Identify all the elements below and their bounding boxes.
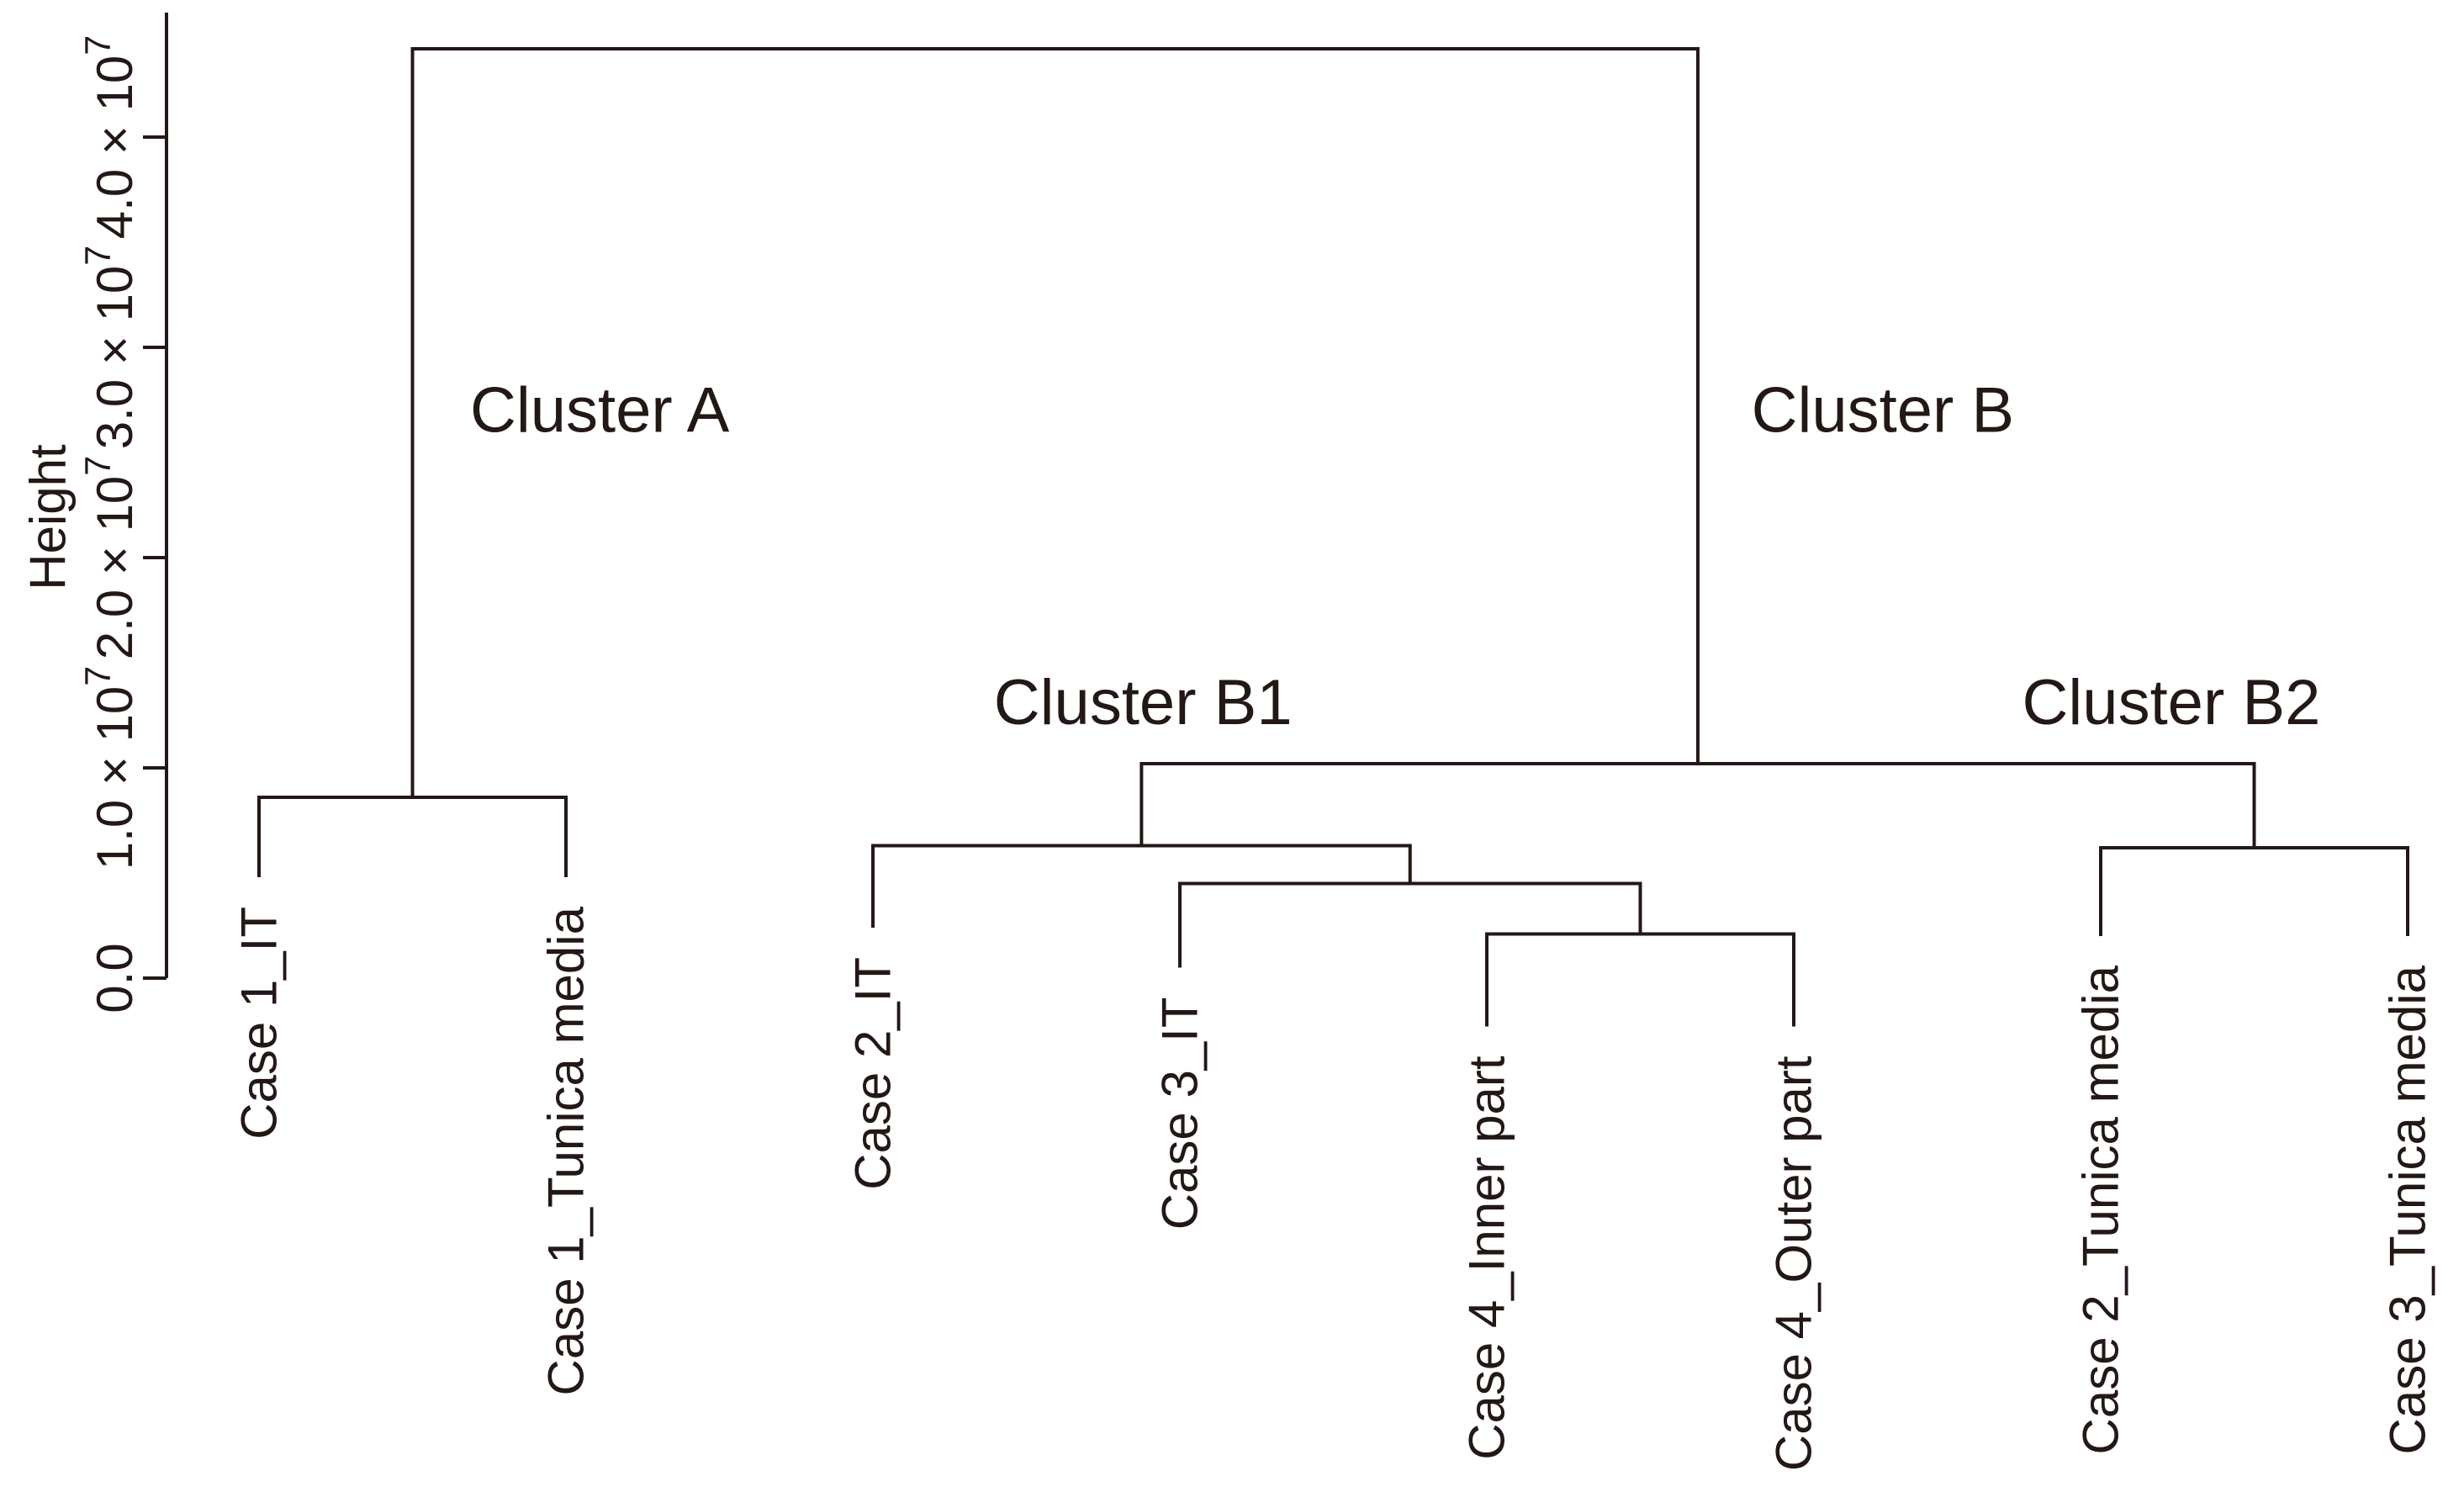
y-axis-tick-label: 1.0 × 107: [78, 666, 143, 870]
dendrogram-branch-c4: [1485, 932, 1795, 1027]
cluster-label: Cluster B: [1752, 375, 2015, 447]
leaf-label: Case 1_IT: [231, 907, 288, 1140]
leaf-label: Case 4_Inner part: [1459, 1056, 1515, 1460]
leaf-label: Case 3_IT: [1152, 997, 1208, 1230]
dendrogram-branch-b2: [2099, 846, 2409, 936]
cluster-label: Cluster B2: [2022, 667, 2321, 738]
leaf-label: Case 3_Tunica media: [2380, 965, 2436, 1454]
dendrogram-branch-b: [1139, 762, 2256, 848]
y-axis-title: Height: [20, 444, 77, 590]
dendrogram-branch-a: [257, 796, 568, 877]
y-axis-tick-label: 0.0: [87, 943, 143, 1013]
leaf-label: Case 2_IT: [845, 957, 902, 1190]
leaf-label: Case 2_Tunica media: [2073, 965, 2129, 1454]
y-axis-tick-label: 4.0 × 107: [78, 35, 143, 239]
leaf-label: Case 4_Outer part: [1766, 1056, 1822, 1471]
y-axis-tick-label: 3.0 × 107: [78, 246, 143, 449]
dendrogram-branch-j3: [1178, 881, 1642, 968]
dendrogram-branch-b1: [871, 844, 1412, 928]
y-axis-tick-label: 2.0 × 107: [78, 456, 143, 659]
leaf-label: Case 1_Tunica media: [538, 906, 595, 1395]
cluster-label: Cluster B1: [994, 667, 1293, 738]
dendrogram-branch-root: [410, 47, 1700, 797]
cluster-label: Cluster A: [470, 375, 730, 447]
